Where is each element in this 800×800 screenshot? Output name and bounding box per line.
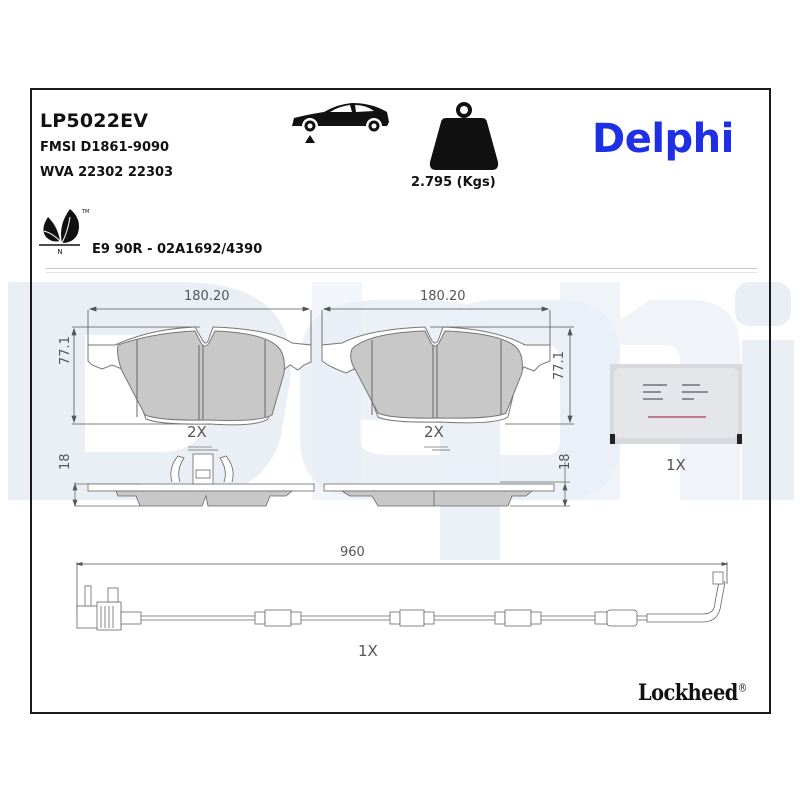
wva-code: WVA 22302 22303: [40, 165, 174, 180]
part-number: LP5022EV: [40, 110, 149, 132]
registered-mark: ®: [737, 681, 748, 695]
wear-sensor-drawing: [75, 561, 729, 631]
weight-icon: [429, 102, 499, 170]
pad-left-thickness-dim: 18: [58, 453, 73, 470]
brake-pad-right-drawing: [321, 306, 574, 448]
lockheed-logo-text: Lockheed: [638, 680, 738, 706]
car-front-axle-icon: [292, 103, 389, 143]
eco-mark-n: N: [57, 248, 62, 255]
brake-pad-side-views: [72, 449, 570, 508]
section-divider: [46, 268, 757, 273]
pad-right-thickness-dim: 18: [558, 453, 573, 470]
wear-sensor-length-dim: 960: [340, 545, 365, 560]
pad-left-width-dim: 180.20: [184, 289, 230, 304]
pad-left-height-dim: 77.1: [58, 336, 73, 365]
grease-packet-quantity: 1X: [666, 456, 686, 474]
wear-sensor-quantity: 1X: [358, 642, 378, 660]
pad-right-height-dim: 77.1: [552, 351, 567, 380]
pad-right-quantity: 2X: [424, 423, 444, 441]
pad-right-width-dim: 180.20: [420, 289, 466, 304]
brake-pad-left-drawing: [71, 306, 312, 448]
grease-packet-image: [610, 364, 742, 444]
lockheed-logo: Lockheed®: [638, 680, 747, 706]
ece-approval-code: E9 90R - 02A1692/4390: [92, 242, 263, 257]
svg-text:TM: TM: [81, 209, 89, 215]
spec-sheet-frame: [30, 88, 771, 714]
delphi-logo: Delphi: [592, 116, 734, 162]
leaf-eco-icon: N TM: [39, 209, 89, 255]
weight-value: 2.795 (Kgs): [411, 175, 496, 190]
fmsi-code: FMSI D1861-9090: [40, 140, 170, 155]
pad-left-quantity: 2X: [187, 423, 207, 441]
